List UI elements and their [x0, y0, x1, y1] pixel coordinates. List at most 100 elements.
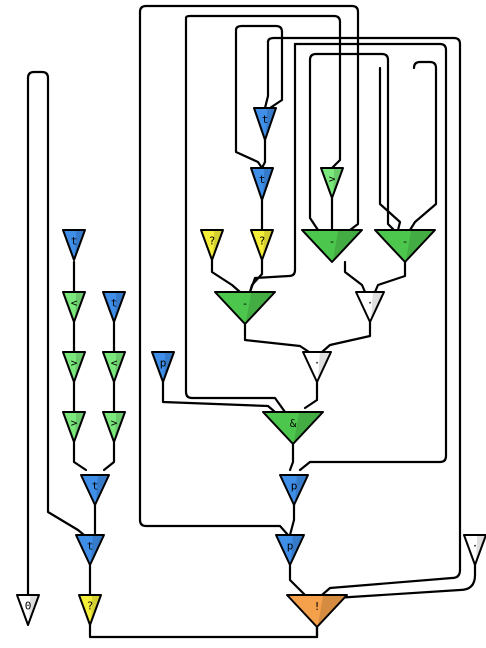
node-triangle[interactable]: [214, 291, 276, 325]
node-m3[interactable]: -: [214, 291, 276, 325]
node-lt2a[interactable]: <: [102, 351, 126, 383]
node-bang[interactable]: !: [286, 594, 348, 628]
node-and[interactable]: &: [262, 411, 324, 445]
node-triangle[interactable]: [463, 534, 486, 566]
node-triangle[interactable]: [320, 167, 344, 199]
node-symbol: p: [291, 479, 298, 492]
node-symbol: &: [290, 417, 297, 430]
node-d2[interactable]: ·: [302, 351, 332, 383]
wire: [26, 70, 86, 597]
wires: [26, 4, 477, 639]
node-symbol: p: [287, 539, 294, 552]
node-gt1[interactable]: >: [320, 167, 344, 199]
node-triangle[interactable]: [75, 534, 105, 566]
node-p3[interactable]: p: [275, 534, 305, 566]
node-t2[interactable]: t: [250, 167, 274, 201]
node-triangle[interactable]: [62, 229, 86, 261]
node-triangle[interactable]: [62, 411, 86, 443]
node-triangle[interactable]: [286, 594, 348, 628]
wire: [234, 28, 264, 170]
wire: [138, 10, 290, 537]
wire: [288, 503, 296, 537]
node-symbol: ?: [259, 234, 266, 247]
node-triangle[interactable]: [102, 351, 126, 383]
node-triangle[interactable]: [253, 107, 277, 141]
node-q1[interactable]: ?: [200, 229, 224, 261]
node-lt1b[interactable]: >: [62, 351, 86, 383]
node-symbol: p: [160, 356, 167, 369]
wire: [72, 440, 88, 472]
node-q3[interactable]: ?: [78, 594, 102, 626]
wire: [378, 66, 402, 232]
node-symbol: ·: [314, 356, 321, 369]
node-symbol: >: [71, 356, 78, 369]
node-triangle[interactable]: [80, 474, 110, 506]
node-triangle[interactable]: [250, 229, 274, 261]
node-symbol: -: [242, 297, 249, 310]
node-triangle[interactable]: [102, 291, 126, 323]
node-triangle[interactable]: [374, 229, 436, 263]
node-m2[interactable]: -: [374, 229, 436, 263]
node-symbol: t: [262, 113, 269, 126]
node-symbol: -: [402, 235, 409, 248]
node-symbol: ?: [209, 234, 216, 247]
node-p2[interactable]: p: [279, 474, 309, 506]
wire: [161, 380, 277, 414]
wire: [320, 320, 372, 354]
node-triangle[interactable]: [151, 351, 175, 383]
node-symbol: !: [314, 600, 321, 613]
wire: [184, 16, 287, 414]
wire: [288, 442, 295, 472]
node-triangle[interactable]: [302, 351, 332, 383]
node-triangle[interactable]: [62, 291, 86, 323]
wire: [266, 36, 462, 597]
node-lt1a[interactable]: <: [62, 291, 86, 323]
node-d3[interactable]: ·: [463, 534, 486, 566]
wire: [343, 260, 367, 294]
wire: [333, 563, 477, 600]
node-lt6[interactable]: t: [75, 534, 105, 566]
node-symbol: >: [71, 416, 78, 429]
wire: [263, 40, 270, 110]
node-symbol: <: [111, 356, 118, 369]
node-symbol: >: [329, 172, 336, 185]
wire: [373, 260, 407, 294]
node-p1[interactable]: p: [151, 351, 175, 383]
node-t1[interactable]: t: [253, 107, 277, 141]
node-triangle[interactable]: [78, 594, 102, 626]
node-symbol: -: [329, 235, 336, 248]
node-lt5[interactable]: t: [80, 474, 110, 506]
wire: [102, 440, 116, 472]
node-m1[interactable]: -: [301, 229, 363, 263]
node-triangle[interactable]: [262, 411, 324, 445]
node-triangle[interactable]: [62, 351, 86, 383]
node-symbol: 0: [25, 599, 32, 612]
node-lt4[interactable]: t: [102, 291, 126, 323]
node-zero[interactable]: 0: [16, 594, 40, 626]
wire: [248, 42, 297, 294]
nodes: tt??>---··p&pp!·0t<>>t<>tt?: [16, 107, 486, 628]
node-lt2b[interactable]: >: [102, 411, 126, 443]
wire: [303, 380, 319, 410]
node-triangle[interactable]: [16, 594, 40, 626]
wire: [408, 60, 438, 232]
node-d1[interactable]: ·: [355, 291, 385, 323]
wire: [88, 623, 319, 639]
node-triangle[interactable]: [102, 411, 126, 443]
node-lt3[interactable]: t: [62, 229, 86, 261]
node-lt1c[interactable]: >: [62, 411, 86, 443]
node-triangle[interactable]: [355, 291, 385, 323]
wire: [288, 563, 307, 597]
wire: [138, 4, 360, 232]
node-q2[interactable]: ?: [250, 229, 274, 261]
node-triangle[interactable]: [279, 474, 309, 506]
node-symbol: t: [87, 539, 94, 552]
node-symbol: ?: [87, 599, 94, 612]
node-triangle[interactable]: [200, 229, 224, 261]
node-triangle[interactable]: [275, 534, 305, 566]
node-symbol: ·: [472, 539, 479, 552]
wire: [210, 258, 242, 294]
node-triangle[interactable]: [250, 167, 274, 201]
node-triangle[interactable]: [301, 229, 363, 263]
